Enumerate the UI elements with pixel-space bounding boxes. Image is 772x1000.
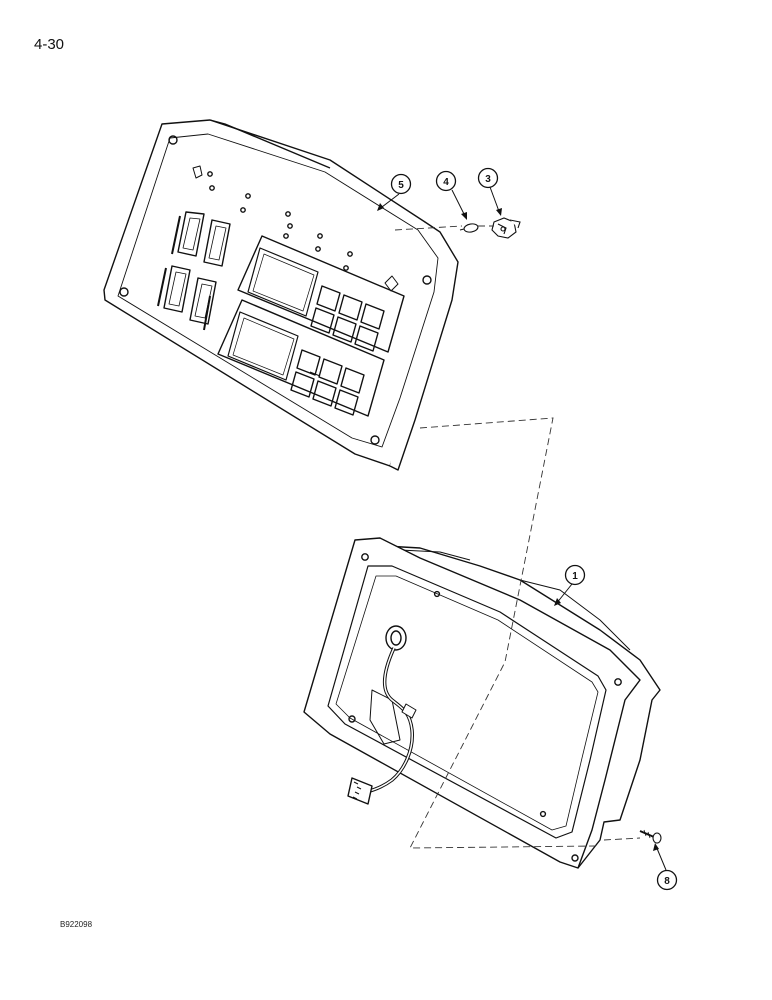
assembly-lines (394, 225, 641, 849)
callout-label-3: 3 (485, 174, 491, 185)
instrument-panel-cover (103, 119, 459, 471)
screw (639, 829, 662, 844)
callout-label-5: 5 (398, 180, 404, 191)
bulb-socket (491, 217, 521, 239)
bulb (459, 223, 479, 233)
callout-5: 5 (390, 173, 412, 195)
callout-label-8: 8 (664, 876, 670, 887)
callout-label-4: 4 (443, 177, 449, 188)
callout-8: 8 (656, 869, 678, 891)
callout-1: 1 (564, 564, 586, 586)
callout-4: 4 (435, 170, 457, 192)
instrument-housing (303, 537, 661, 869)
page-number: 4-30 (34, 36, 65, 53)
figure-id: B922098 (60, 920, 93, 929)
callout-arrowheads (377, 203, 659, 851)
callout-label-1: 1 (572, 571, 578, 582)
callout-3: 3 (477, 167, 499, 189)
